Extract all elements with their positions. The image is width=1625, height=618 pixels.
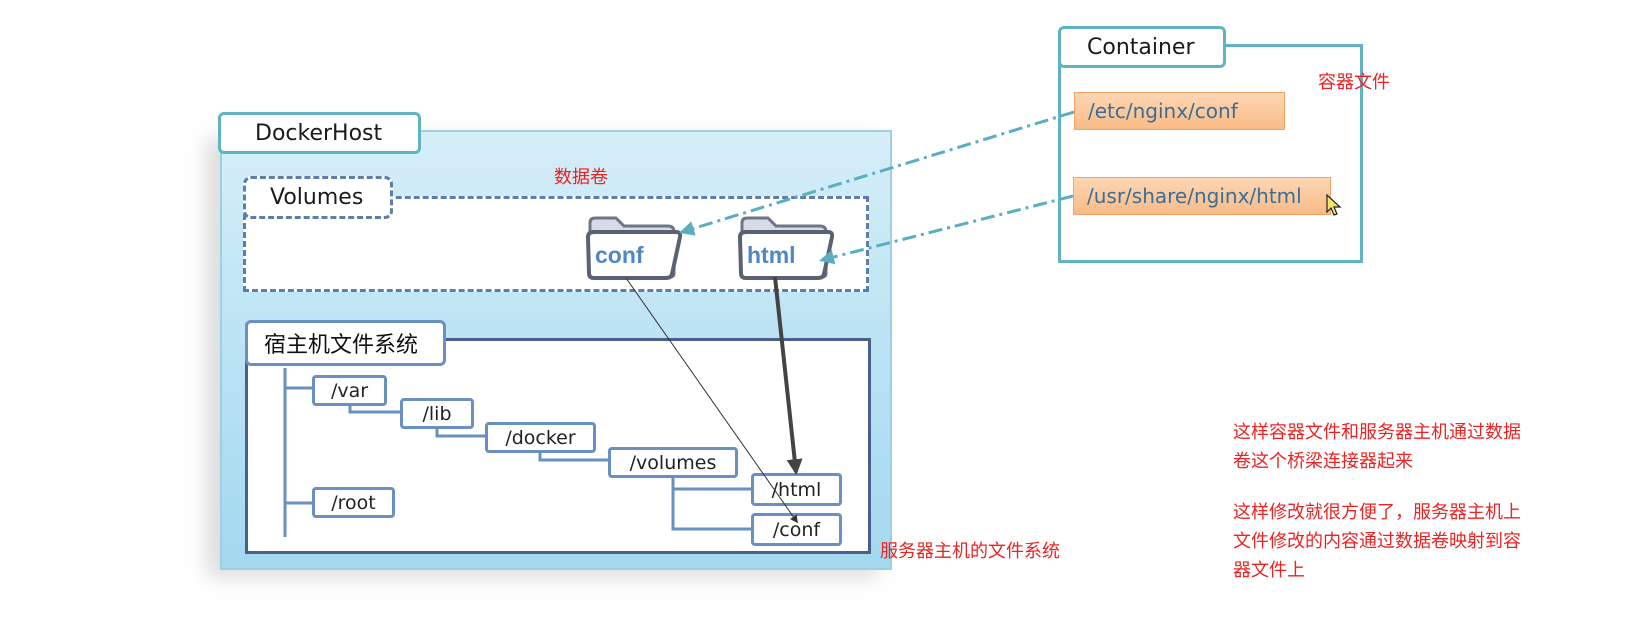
tree-node-docker: /docker [485, 422, 596, 453]
folder-label-html: html [747, 242, 796, 268]
container-annotation: 容器文件 [1318, 72, 1390, 93]
volumes-annotation: 数据卷 [554, 167, 608, 188]
volumes-label: Volumes [243, 176, 393, 219]
tree-node-lib: /lib [400, 398, 474, 429]
note-2-line-2: 文件修改的内容通过数据卷映射到容 [1233, 531, 1521, 552]
folder-icon-html: html [738, 216, 834, 280]
explanation-note-2: 这样修改就很方便了，服务器主机上 文件修改的内容通过数据卷映射到容 器文件上 [1233, 498, 1563, 585]
arrow-container-conf-to-volume [679, 110, 1075, 236]
docker-host-label: DockerHost [218, 112, 421, 154]
arrow-volume-conf-to-host [625, 277, 798, 524]
container-path-html: /usr/share/nginx/html [1073, 177, 1331, 215]
arrow-volume-html-to-host [773, 276, 803, 476]
note-1-line-2: 卷这个桥梁连接器起来 [1233, 451, 1413, 472]
note-2-line-3: 器文件上 [1233, 560, 1305, 581]
tree-node-volumes: /volumes [608, 447, 738, 478]
container-label: Container [1058, 26, 1226, 68]
arrow-container-html-to-volume [819, 194, 1074, 265]
folder-label-conf: conf [595, 242, 644, 268]
note-2-line-1: 这样修改就很方便了，服务器主机上 [1233, 502, 1521, 523]
note-1-line-1: 这样容器文件和服务器主机通过数据 [1233, 422, 1521, 443]
tree-node-root: /root [312, 487, 395, 518]
explanation-note-1: 这样容器文件和服务器主机通过数据 卷这个桥梁连接器起来 [1233, 418, 1563, 476]
mouse-cursor-icon [1326, 194, 1342, 216]
folder-icon-conf: conf [586, 216, 682, 280]
host-filesystem-annotation: 服务器主机的文件系统 [880, 541, 1060, 562]
tree-node-var: /var [312, 375, 387, 406]
container-path-conf: /etc/nginx/conf [1074, 92, 1285, 130]
host-filesystem-label: 宿主机文件系统 [245, 320, 446, 366]
